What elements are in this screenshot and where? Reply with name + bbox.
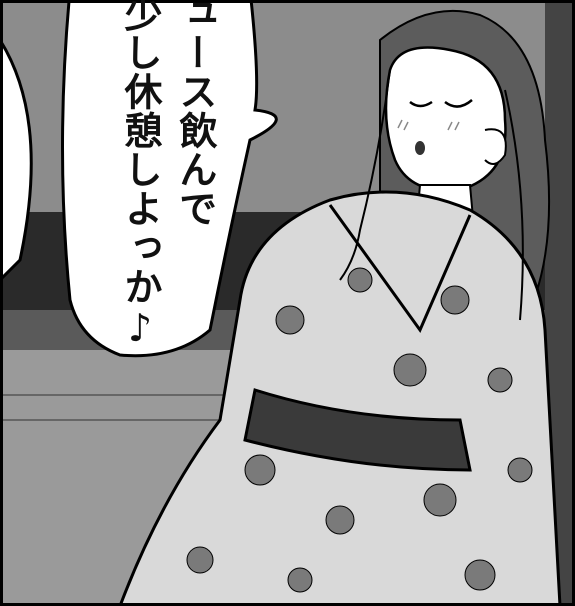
speech-line-1: ュース飲んで [172,0,217,228]
speech-balloon [61,0,278,358]
mouth [415,141,425,155]
ear [484,128,507,165]
closed-eye-left [409,100,433,108]
face [384,46,507,192]
blush [397,119,460,131]
speech-balloon-text: ュース飲んで 少し休憩しよっか♪ [92,0,242,354]
speech-line-2: 少し休憩しよっか♪ [118,0,162,351]
closed-eye-right [444,99,473,108]
obi-sash [243,388,472,472]
kimono-pattern [186,267,533,593]
left-speech-balloon [0,37,33,283]
